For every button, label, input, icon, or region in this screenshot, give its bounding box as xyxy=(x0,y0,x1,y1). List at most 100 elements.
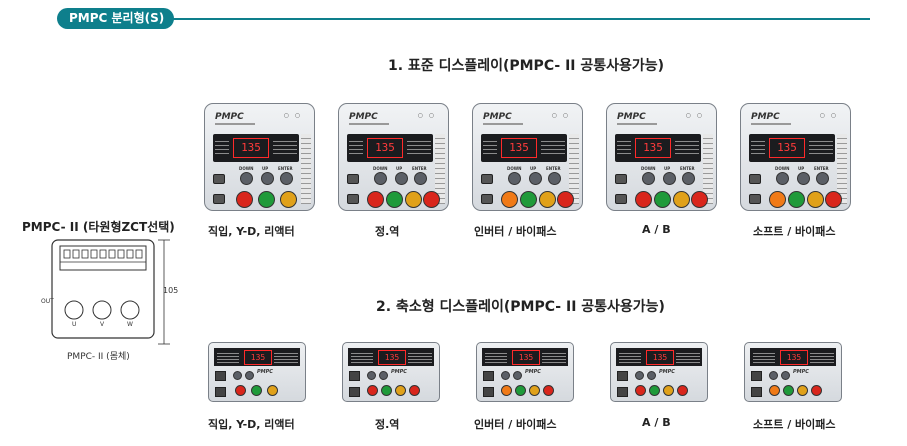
section-header-title: PMPC 분리형(S) xyxy=(69,11,165,25)
display-left-indicators xyxy=(351,351,373,363)
a-button xyxy=(635,385,646,396)
status-leds-icon: ○ ○ xyxy=(685,112,704,119)
up-button xyxy=(781,371,790,380)
display-right-indicators xyxy=(273,138,297,156)
display-panel: 135 xyxy=(615,134,701,162)
key-up-label: UP xyxy=(396,166,403,171)
off-button xyxy=(783,385,794,396)
b-button xyxy=(677,385,688,396)
down-button xyxy=(776,172,789,185)
body-caption: PMPC- II (몸체) xyxy=(67,352,130,362)
device-logo: PMPC xyxy=(391,369,407,375)
local-remote-button xyxy=(215,387,226,397)
off-button xyxy=(258,191,275,208)
key-down-label: DOWN xyxy=(373,166,388,171)
down-button xyxy=(233,371,242,380)
terminal-out-label: OUT xyxy=(41,298,54,305)
display-panel: 135 xyxy=(481,134,567,162)
display-readout: 135 xyxy=(780,350,808,365)
standard-caption-2: 정.역 xyxy=(375,225,400,238)
forward-button xyxy=(367,191,384,208)
bypass-button xyxy=(825,191,842,208)
device-logo: PMPC xyxy=(751,112,780,122)
device-logo: PMPC xyxy=(659,369,675,375)
local-remote-button xyxy=(617,387,628,397)
local-remote-button xyxy=(481,194,493,204)
device-logo: PMPC xyxy=(215,112,244,122)
side-labels xyxy=(301,134,311,204)
off-button xyxy=(386,191,403,208)
on-button xyxy=(236,191,253,208)
up-button xyxy=(529,172,542,185)
mode-button xyxy=(615,174,627,184)
up-button xyxy=(379,371,388,380)
up-button xyxy=(245,371,254,380)
off-button xyxy=(251,385,262,396)
standard-caption-1: 직입, Y-D, 리액터 xyxy=(208,225,295,238)
key-down-label: DOWN xyxy=(775,166,790,171)
reset-button xyxy=(267,385,278,396)
up-button xyxy=(663,172,676,185)
standard-device-1: PMPC ○ ○ 135 DOWN UP ENTER xyxy=(204,103,315,211)
body-title: PMPC- II (타원형ZCT선택) xyxy=(22,220,175,234)
display-readout: 135 xyxy=(646,350,674,365)
compact-device-4: 135 PMPC xyxy=(610,342,708,402)
down-button xyxy=(508,172,521,185)
reset-button xyxy=(405,191,422,208)
device-logo: PMPC xyxy=(349,112,378,122)
down-button xyxy=(367,371,376,380)
display-readout: 135 xyxy=(378,350,406,365)
compact-caption-1: 직입, Y-D, 리액터 xyxy=(208,418,295,431)
up-button xyxy=(261,172,274,185)
display-readout: 135 xyxy=(244,350,272,365)
compact-device-3: 135 PMPC xyxy=(476,342,574,402)
device-logo: PMPC xyxy=(525,369,541,375)
key-up-label: UP xyxy=(262,166,269,171)
bypass-button xyxy=(557,191,574,208)
reverse-button xyxy=(423,191,440,208)
off-button xyxy=(649,385,660,396)
reset-button xyxy=(807,191,824,208)
display-panel: 135 xyxy=(213,134,299,162)
display-panel: 135 xyxy=(750,348,836,366)
display-right-indicators xyxy=(274,351,298,363)
display-readout: 135 xyxy=(367,138,403,158)
key-enter-label: ENTER xyxy=(814,166,829,171)
reset-button xyxy=(395,385,406,396)
inverter-button xyxy=(501,385,512,396)
down-button xyxy=(501,371,510,380)
compact-caption-5: 소프트 / 바이패스 xyxy=(753,418,836,431)
status-leds-icon: ○ ○ xyxy=(551,112,570,119)
display-left-indicators xyxy=(483,138,497,156)
display-panel: 135 xyxy=(749,134,835,162)
up-button xyxy=(647,371,656,380)
display-left-indicators xyxy=(217,351,239,363)
on-button xyxy=(235,385,246,396)
off-button xyxy=(520,191,537,208)
section-header-pill: PMPC 분리형(S) xyxy=(57,8,175,29)
display-right-indicators xyxy=(809,138,833,156)
down-button xyxy=(769,371,778,380)
display-readout: 135 xyxy=(635,138,671,158)
device-logo-underline xyxy=(751,123,791,125)
compact-device-2: 135 PMPC xyxy=(342,342,440,402)
compact-caption-3: 인버터 / 바이패스 xyxy=(474,418,557,431)
terminal-u-label: U xyxy=(72,321,77,328)
mode-button xyxy=(749,174,761,184)
forward-button xyxy=(367,385,378,396)
standard-display-title: 1. 표준 디스플레이(PMPC- II 공통사용가능) xyxy=(388,58,665,74)
status-leds-icon: ○ ○ xyxy=(283,112,302,119)
mode-button xyxy=(349,371,360,381)
reset-button xyxy=(529,385,540,396)
reset-button xyxy=(539,191,556,208)
mode-button xyxy=(347,174,359,184)
compact-device-5: 135 PMPC xyxy=(744,342,842,402)
key-down-label: DOWN xyxy=(507,166,522,171)
bypass-button xyxy=(811,385,822,396)
compact-display-title: 2. 축소형 디스플레이(PMPC- II 공통사용가능) xyxy=(376,299,665,315)
reverse-button xyxy=(409,385,420,396)
display-left-indicators xyxy=(751,138,765,156)
reset-button xyxy=(280,191,297,208)
display-left-indicators xyxy=(617,138,631,156)
mode-button xyxy=(617,371,628,381)
